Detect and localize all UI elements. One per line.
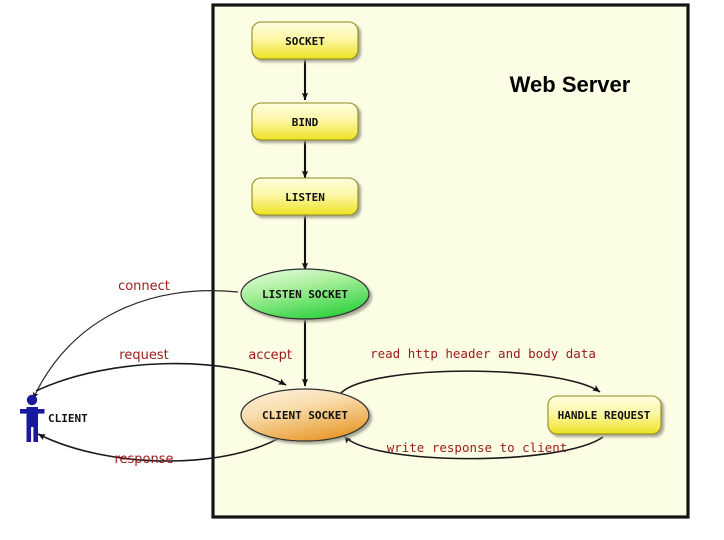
edge-accept-label: accept <box>248 348 292 363</box>
node-client-socket-shape[interactable] <box>240 388 370 442</box>
client-actor-torso-icon <box>26 407 38 427</box>
edge-request-label: request <box>119 348 168 363</box>
node-socket-label: SOCKET <box>285 35 325 48</box>
client-actor-label: CLIENT <box>48 412 88 425</box>
edge-write-response-line <box>343 435 604 460</box>
edge-accept: accept <box>248 320 309 387</box>
edge-write-response-label: write response to client <box>387 440 568 455</box>
node-listen[interactable] <box>251 177 359 216</box>
node-listen-socket[interactable] <box>240 268 370 320</box>
node-handle-request-shape[interactable] <box>547 395 662 435</box>
node-socket[interactable] <box>251 21 359 60</box>
edge-response-line <box>37 433 287 462</box>
edge-response: response <box>37 433 287 467</box>
actor-client[interactable]: CLIENT <box>20 394 88 442</box>
edge-response-label: response <box>114 452 173 467</box>
web-server-title: Web Server <box>510 72 631 97</box>
node-bind[interactable] <box>251 102 359 141</box>
client-actor-head-icon <box>26 394 38 406</box>
edge-read-http: read http header and body data <box>340 346 601 394</box>
edge-read-http-label: read http header and body data <box>370 346 596 361</box>
edge-connect-line <box>32 290 239 400</box>
node-bind-shape[interactable] <box>251 102 359 141</box>
node-socket-shape[interactable] <box>251 21 359 60</box>
node-handle-request[interactable] <box>547 395 662 435</box>
node-client-socket-label: CLIENT SOCKET <box>262 409 348 422</box>
edge-connect-label: connect <box>118 279 170 294</box>
client-actor-left-leg-icon <box>26 426 32 442</box>
node-listen-shape[interactable] <box>251 177 359 216</box>
node-client-socket[interactable] <box>240 388 370 442</box>
node-listen-label: LISTEN <box>285 191 325 204</box>
client-actor-right-leg-icon <box>33 426 38 442</box>
edge-connect: connect <box>32 279 239 400</box>
client-actor-arms-icon <box>20 409 45 414</box>
node-handle-request-label: HANDLE REQUEST <box>558 409 651 422</box>
node-listen-socket-label: LISTEN SOCKET <box>262 288 348 301</box>
edge-read-http-line <box>340 370 601 394</box>
edge-request: request <box>35 348 287 392</box>
edge-write-response: write response to client <box>343 435 604 460</box>
node-bind-label: BIND <box>292 116 319 129</box>
node-listen-socket-shape[interactable] <box>240 268 370 320</box>
edge-request-line <box>35 362 287 392</box>
